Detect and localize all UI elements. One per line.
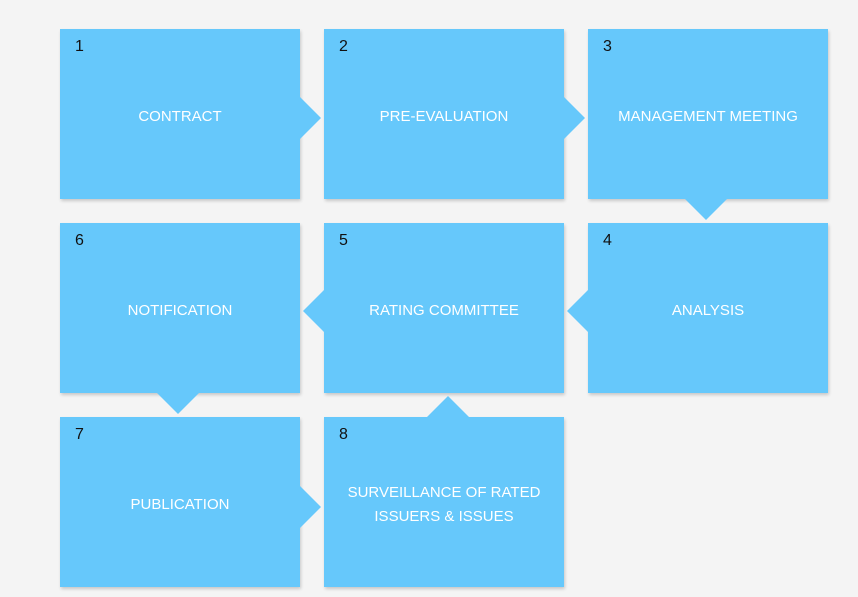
step-3-box: 3 MANAGEMENT MEETING	[588, 29, 828, 199]
step-1-label: CONTRACT	[138, 108, 222, 125]
step-8-label: SURVEILLANCE OF RATED ISSUERS & ISSUES	[347, 484, 541, 525]
step-5-box: 5 RATING COMMITTEE	[324, 223, 564, 393]
step-5-label: RATING COMMITTEE	[369, 302, 519, 319]
step-7-number: 7	[75, 426, 84, 443]
step-1-box: 1 CONTRACT	[60, 29, 300, 199]
step-2-box: 2 PRE-EVALUATION	[324, 29, 564, 199]
step-1-number: 1	[75, 38, 84, 55]
step-6-label: NOTIFICATION	[127, 302, 233, 319]
arrow-1-to-2	[300, 97, 321, 139]
step-4-number: 4	[603, 232, 612, 249]
arrow-8-from-5	[427, 396, 469, 417]
step-3-number: 3	[603, 38, 612, 55]
step-2-number: 2	[339, 38, 348, 55]
step-8-number: 8	[339, 426, 348, 443]
step-7-label: PUBLICATION	[130, 496, 230, 513]
step-3-label: MANAGEMENT MEETING	[618, 108, 798, 125]
arrow-3-to-4	[685, 199, 727, 220]
arrow-4-to-5	[567, 290, 588, 332]
step-6-number: 6	[75, 232, 84, 249]
arrow-6-to-7	[157, 393, 199, 414]
step-5-number: 5	[339, 232, 348, 249]
step-6-box: 6 NOTIFICATION	[60, 223, 300, 393]
arrow-5-to-6	[303, 290, 324, 332]
step-7-box: 7 PUBLICATION	[60, 417, 300, 587]
arrow-2-to-3	[564, 97, 585, 139]
step-4-box: 4 ANALYSIS	[588, 223, 828, 393]
step-4-label: ANALYSIS	[671, 302, 745, 319]
step-2-label: PRE-EVALUATION	[379, 108, 509, 125]
arrow-7-to-8	[300, 486, 321, 528]
step-8-box: 8 SURVEILLANCE OF RATED ISSUERS & ISSUES	[324, 417, 564, 587]
